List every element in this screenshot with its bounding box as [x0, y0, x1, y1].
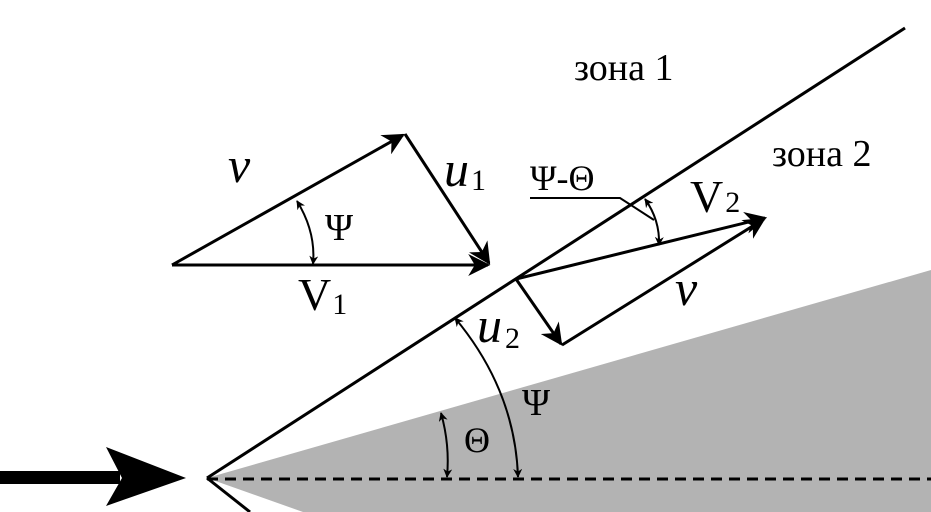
wedge-body: [207, 270, 931, 512]
vector-u1: [403, 133, 491, 265]
label-u1: u: [444, 141, 469, 197]
label-psi-big: Ψ: [522, 382, 550, 424]
angle-psi-minus-theta-arc: [644, 198, 664, 246]
psi-minus-theta-leader: [530, 197, 655, 221]
label-psi-small: Ψ: [325, 207, 353, 249]
flow-arrow-icon: [0, 447, 186, 506]
label-u2-sub: 2: [505, 322, 520, 355]
vector-v-tangential: [171, 133, 405, 267]
velocity-triangle-1: [171, 133, 491, 276]
vector-V2: [515, 212, 768, 281]
shock-line-upper: [206, 26, 906, 480]
label-theta: Θ: [464, 420, 490, 460]
angle-psi-arc-small: [296, 200, 319, 265]
label-zone-1: зона 1: [574, 47, 674, 89]
vector-v-tangential-2: [561, 217, 766, 347]
label-zone-2: зона 2: [772, 133, 872, 175]
label-u1-sub: 1: [471, 164, 486, 197]
label-u1-group: u1: [444, 141, 486, 197]
label-v-top: v: [228, 137, 251, 193]
label-psi-minus-theta: Ψ-Θ: [530, 158, 595, 198]
angle-psi-arc-big: [454, 317, 523, 478]
label-V1-sub: 1: [332, 288, 347, 321]
label-u2: u: [477, 297, 502, 353]
label-v-right: v: [675, 260, 698, 316]
label-V1-group: V1: [298, 269, 347, 321]
angle-theta-arc: [438, 412, 453, 478]
velocity-triangle-2: [514, 197, 768, 347]
label-V2: V: [690, 171, 723, 222]
vector-u2: [514, 278, 563, 346]
label-V2-group: V2: [690, 171, 740, 222]
label-V1: V: [298, 269, 331, 320]
shock-line-lower: [206, 476, 251, 512]
label-V2-sub: 2: [725, 186, 740, 219]
